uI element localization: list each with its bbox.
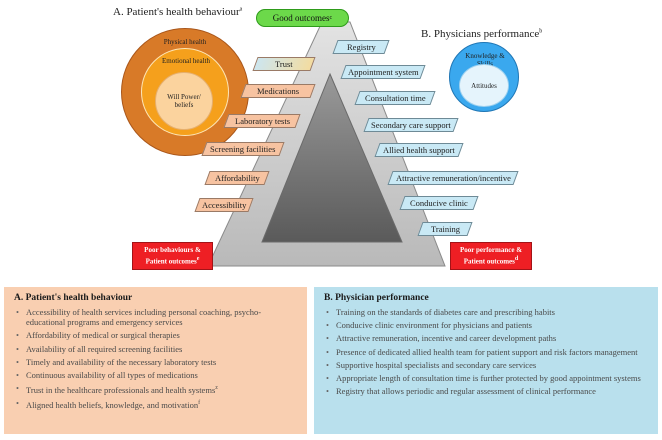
screening-facilities-item: Screening facilities bbox=[201, 142, 285, 156]
trust-item: Trust bbox=[252, 57, 316, 71]
conducive-clinic-item: Conducive clinic bbox=[399, 196, 479, 210]
list-item: Aligned health beliefs, knowledge, and m… bbox=[16, 398, 299, 410]
list-item: Availability of all required screening f… bbox=[16, 344, 299, 354]
list-item: Training on the standards of diabetes ca… bbox=[326, 307, 650, 317]
list-item: Accessibility of health services includi… bbox=[16, 307, 299, 327]
consultation-time-item: Consultation time bbox=[354, 91, 436, 105]
appointment-system-item: Appointment system bbox=[340, 65, 426, 79]
physician-circle-inner: Attitudes bbox=[459, 64, 509, 107]
affordability-item: Affordability bbox=[204, 171, 270, 185]
list-item: Supportive hospital specialists and seco… bbox=[326, 360, 650, 370]
patient-behaviour-panel: A. Patient's health behaviour Accessibil… bbox=[4, 287, 307, 434]
list-item: Affordability of medical or surgical the… bbox=[16, 330, 299, 340]
list-item: Conducive clinic environment for physici… bbox=[326, 320, 650, 330]
list-item: Timely and availability of the necessary… bbox=[16, 357, 299, 367]
panel-a-list: Accessibility of health services includi… bbox=[12, 307, 299, 410]
patient-health-circle-inner: Will Power/ beliefs bbox=[155, 72, 213, 130]
physician-performance-panel: B. Physician performance Training on the… bbox=[314, 287, 658, 434]
poor-performance-box: Poor performance & Patient outcomesd bbox=[450, 242, 532, 270]
laboratory-tests-item: Laboratory tests bbox=[223, 114, 301, 128]
secondary-care-support-item: Secondary care support bbox=[363, 118, 459, 132]
title-patient-behaviour: A. Patient's health behavioura bbox=[113, 6, 243, 18]
panel-b-title: B. Physician performance bbox=[324, 293, 429, 303]
emotional-health-label: Emotional health bbox=[161, 57, 210, 65]
list-item: Appropriate length of consultation time … bbox=[326, 373, 650, 383]
title-physician-performance: B. Physicians performanceb bbox=[421, 28, 543, 40]
inner-pyramid bbox=[261, 72, 403, 243]
pyramid-diagram: A. Patient's health behavioura B. Physic… bbox=[113, 6, 543, 270]
pyramid-shape bbox=[207, 21, 446, 267]
poor-behaviours-box: Poor behaviours & Patient outcomese bbox=[132, 242, 213, 270]
registry-item: Registry bbox=[332, 40, 390, 54]
list-item: Registry that allows periodic and regula… bbox=[326, 386, 650, 396]
list-item: Trust in the healthcare professionals an… bbox=[16, 383, 299, 395]
medications-item: Medications bbox=[240, 84, 316, 98]
list-item: Attractive remuneration, incentive and c… bbox=[326, 333, 650, 343]
attractive-remuneration-item: Attractive remuneration/incentive bbox=[387, 171, 519, 185]
physical-health-label: Physical health bbox=[163, 38, 207, 46]
list-item: Continuous availability of all types of … bbox=[16, 370, 299, 380]
will-power-label: Will Power/ beliefs bbox=[167, 93, 201, 109]
panel-a-title: A. Patient's health behaviour bbox=[14, 293, 133, 303]
panel-b-list: Training on the standards of diabetes ca… bbox=[322, 307, 650, 397]
list-item: Presence of dedicated allied health team… bbox=[326, 347, 650, 357]
training-item: Training bbox=[417, 222, 473, 236]
allied-health-support-item: Allied health support bbox=[374, 143, 464, 157]
attitudes-label: Attitudes bbox=[471, 81, 497, 90]
accessibility-item: Accessibility bbox=[194, 198, 254, 212]
